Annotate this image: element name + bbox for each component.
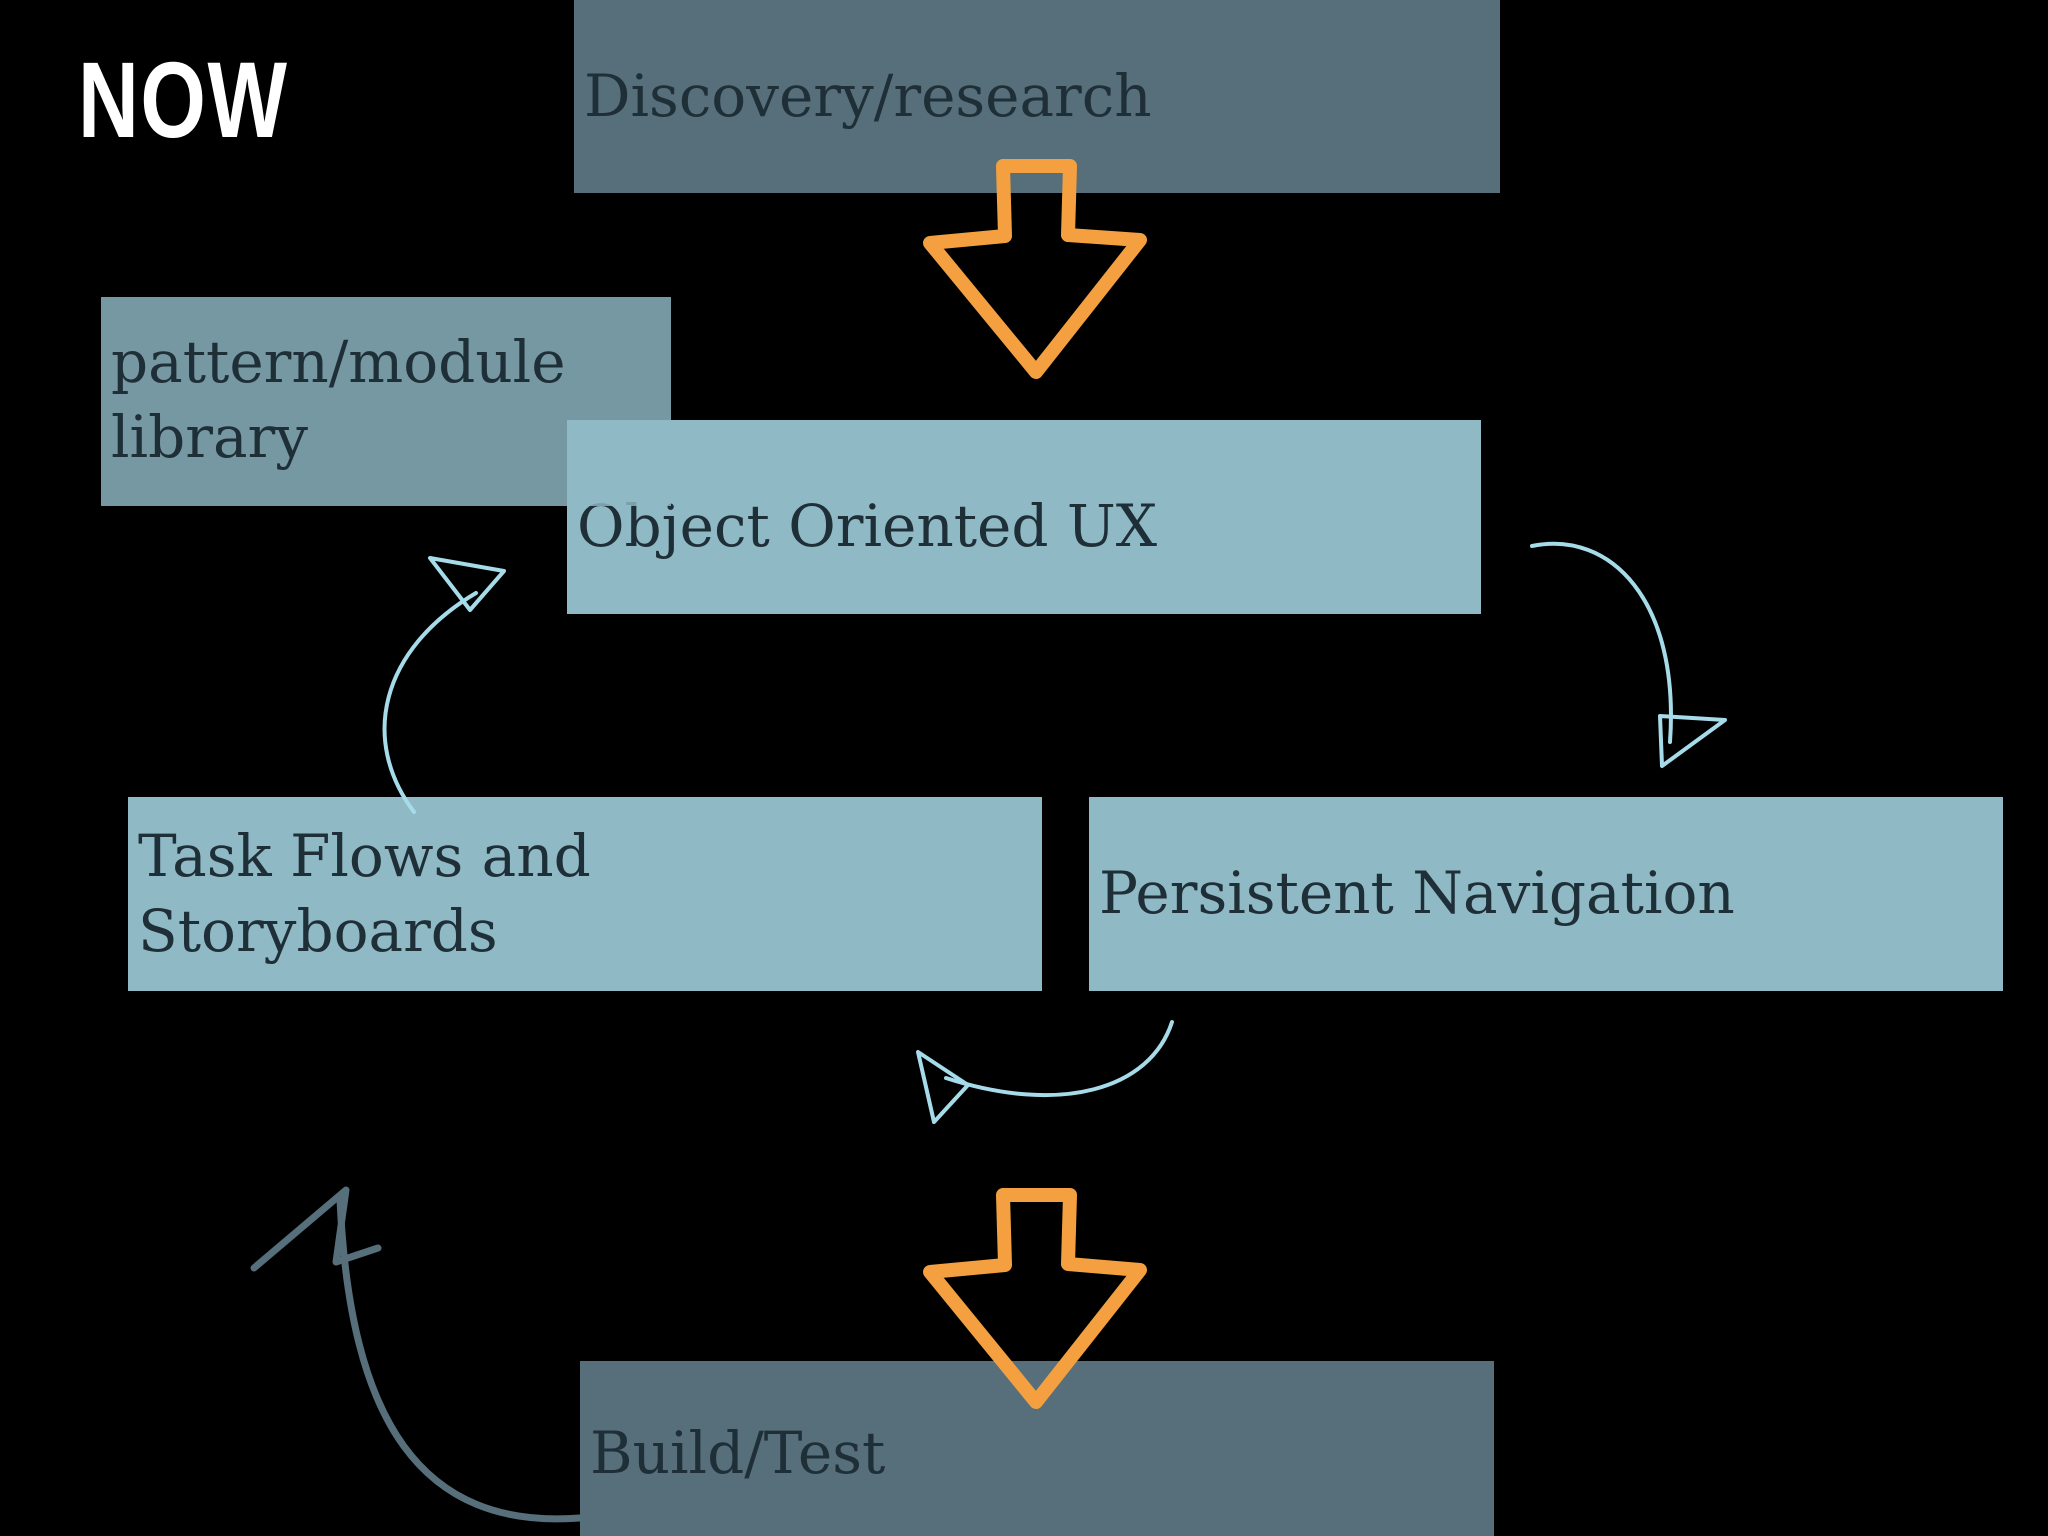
pattern-module-library-label: pattern/module library — [111, 328, 566, 472]
persistent-navigation-box: Persistent Navigation — [1089, 797, 2003, 991]
pattern-module-library-box: pattern/module library — [101, 297, 671, 506]
discovery-research-label: Discovery/research — [584, 61, 1152, 130]
gray-curved-arrow-feedback — [250, 1186, 584, 1523]
discovery-research-box: Discovery/research — [574, 0, 1500, 193]
object-oriented-ux-box: Object Oriented UX — [567, 420, 1481, 614]
object-oriented-ux-label: Object Oriented UX — [577, 492, 1158, 561]
build-test-label: Build/Test — [590, 1418, 886, 1487]
persistent-navigation-label: Persistent Navigation — [1099, 859, 1735, 928]
curved-arrow-to-persistent-nav — [1530, 541, 1727, 768]
slide-title: NOW — [78, 39, 289, 160]
curved-arrow-to-task-flows — [916, 1020, 1174, 1124]
orange-down-arrow-top — [923, 159, 1147, 379]
build-test-box: Build/Test — [580, 1361, 1494, 1536]
task-flows-storyboards-box: Task Flows and Storyboards — [128, 797, 1042, 991]
task-flows-storyboards-label: Task Flows and Storyboards — [138, 821, 591, 965]
curved-arrow-to-object-oriented — [382, 556, 506, 814]
